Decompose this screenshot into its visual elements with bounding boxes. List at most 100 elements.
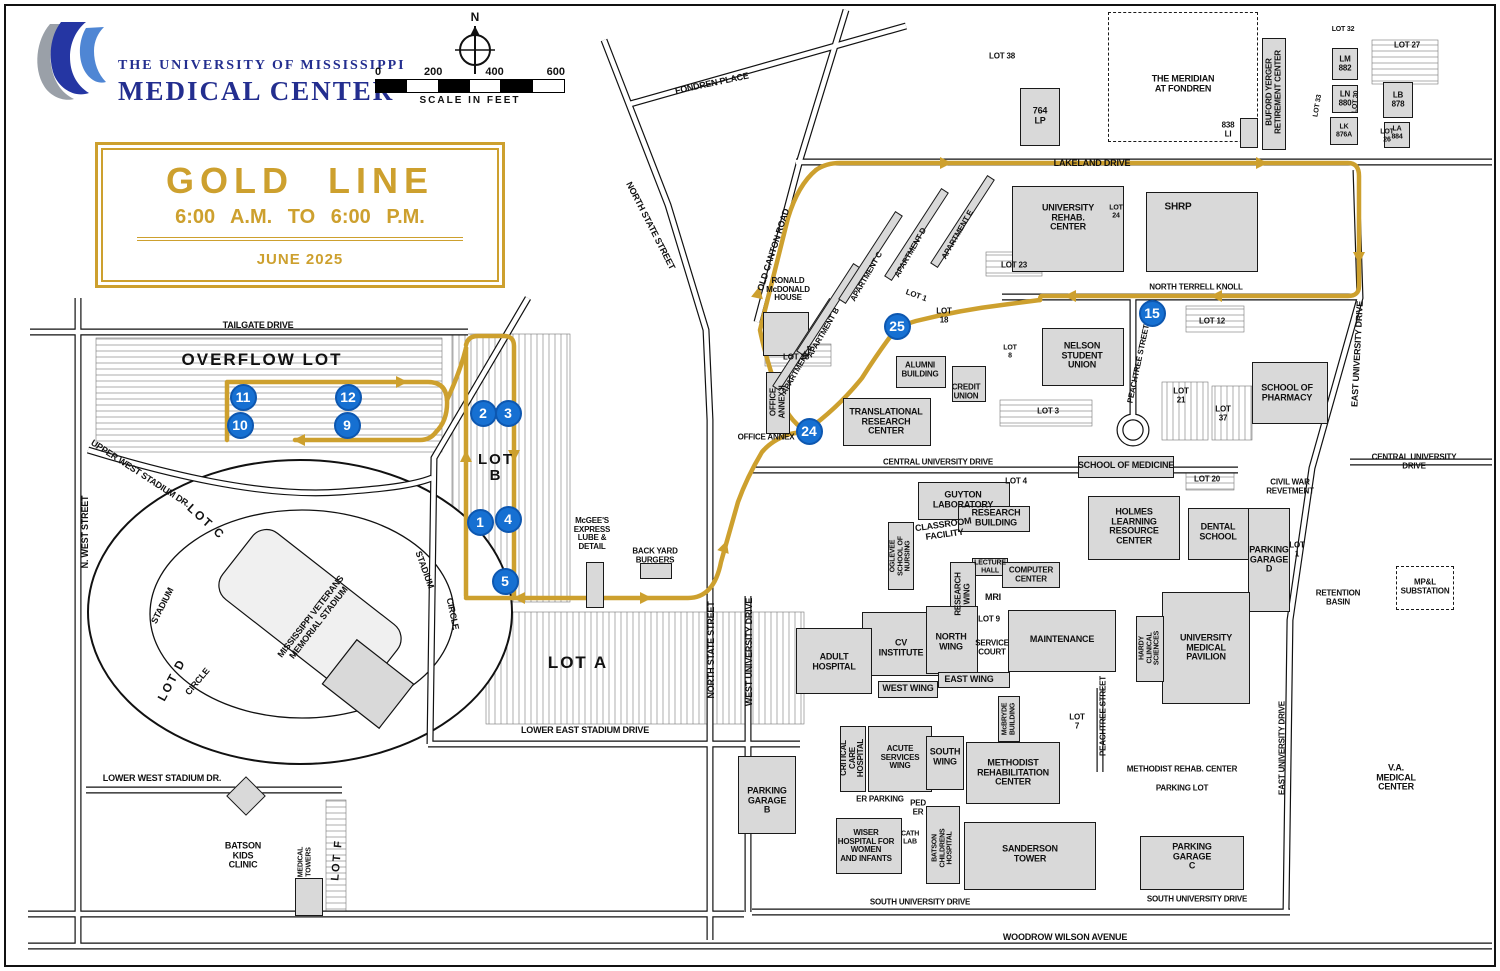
area-label: OVERFLOW LOT — [181, 349, 343, 369]
road-surface — [87, 447, 433, 496]
map-label: LN 880 — [1338, 89, 1352, 107]
route-stop-15: 15 — [1138, 299, 1166, 327]
building — [1248, 508, 1290, 612]
map-label: DENTAL SCHOOL — [1199, 521, 1237, 541]
university-logo-block: THE UNIVERSITY OF MISSISSIPPI MEDICAL CE… — [28, 18, 406, 107]
building — [1146, 192, 1258, 272]
building — [896, 356, 946, 388]
map-label: METHODIST REHABILITATION CENTER — [977, 757, 1049, 787]
map-label: WEST WING — [882, 683, 934, 694]
map-label: LOT 37 — [1215, 404, 1231, 422]
map-label: 764 LP — [1032, 105, 1048, 125]
map-label: RESEARCH BUILDING — [971, 507, 1021, 527]
map-label: PEACHTREE STREET — [1098, 676, 1108, 756]
map-label: 838 LI — [1221, 120, 1235, 138]
map-label: THE MERIDIAN AT FONDREN — [1151, 73, 1215, 93]
gold-line-route — [813, 160, 1362, 303]
building — [1383, 82, 1413, 118]
map-label: LECTURE HALL — [974, 559, 1006, 574]
building — [926, 736, 964, 790]
building — [888, 522, 914, 590]
road-surface — [601, 39, 713, 940]
parking-lot-hatch — [999, 399, 1093, 427]
map-label: SOUTH WING — [929, 746, 961, 766]
route-direction-arrow — [293, 434, 305, 446]
route-direction-arrow — [396, 376, 408, 388]
route-direction-arrow — [460, 450, 472, 462]
map-label: LOT 4 — [1005, 476, 1027, 486]
building — [1012, 186, 1124, 272]
building — [938, 672, 1010, 688]
map-label: ALUMNI BUILDING — [901, 360, 939, 378]
building — [1330, 117, 1358, 145]
building — [1108, 12, 1258, 142]
map-label: SERVICE COURT — [975, 638, 1009, 656]
gold-line-info-box: GOLD LINE 6:00 A.M. TO 6:00 P.M. JUNE 20… — [95, 142, 505, 288]
building — [1088, 496, 1180, 560]
map-label: NORTH WING — [935, 631, 967, 651]
building — [796, 628, 872, 694]
map-label: LOWER EAST STADIUM DRIVE — [520, 725, 650, 736]
building — [1240, 118, 1258, 148]
route-direction-arrow — [1256, 157, 1268, 169]
map-label: PED ER — [910, 798, 926, 816]
building — [1396, 566, 1454, 610]
map-label: ER PARKING — [856, 794, 904, 804]
gold-line-route — [463, 428, 809, 601]
building — [843, 398, 931, 446]
building — [958, 506, 1030, 532]
map-label: UNIVERSITY REHAB. CENTER — [1041, 202, 1095, 232]
university-name-line2: MEDICAL CENTER — [118, 76, 395, 106]
map-label: LA 884 — [1391, 125, 1403, 140]
area-label: LOT A — [547, 652, 609, 672]
building — [966, 742, 1060, 804]
route-stop-4: 4 — [494, 505, 522, 533]
map-label: ACUTE SERVICES WING — [880, 744, 920, 771]
building — [1042, 328, 1124, 386]
route-direction-arrow — [640, 592, 652, 604]
route-direction-arrow — [717, 540, 729, 554]
building — [1020, 88, 1060, 146]
route-stop-11: 11 — [229, 383, 257, 411]
map-label: LOT 21 — [1173, 386, 1189, 404]
map-label: McGEE'S EXPRESS LUBE & DETAIL — [573, 515, 611, 551]
building — [926, 806, 960, 884]
route-stop-25: 25 — [883, 312, 911, 340]
building — [1332, 48, 1358, 80]
map-label: BACK YARD BURGERS — [632, 546, 678, 564]
route-stop-12: 12 — [334, 383, 362, 411]
parking-lot-hatch — [1185, 305, 1245, 333]
map-label: LM 882 — [1338, 54, 1352, 72]
building — [1188, 508, 1250, 560]
map-label: WEST UNIVERSITY DRIVE — [744, 597, 755, 707]
map-label: EAST WING — [944, 674, 994, 685]
gold-line-route — [224, 379, 450, 443]
map-label: UNIVERSITY MEDICAL PAVILION — [1179, 632, 1233, 662]
building — [738, 756, 796, 834]
route-stop-5: 5 — [491, 567, 519, 595]
university-name: THE UNIVERSITY OF MISSISSIPPI MEDICAL CE… — [118, 58, 406, 107]
map-label: CREDIT UNION — [951, 382, 981, 400]
map-label: PARKING GARAGE C — [1172, 841, 1212, 871]
map-label: BATSON CHILDRENS HOSPITAL — [931, 828, 954, 868]
map-label: BATSON KIDS CLINIC — [224, 840, 262, 870]
building — [1140, 836, 1244, 890]
road-surface — [629, 23, 907, 107]
map-label: PARKING LOT — [1155, 783, 1209, 793]
route-direction-arrow — [1064, 290, 1076, 302]
parking-lot-hatch — [1211, 385, 1253, 441]
building — [1252, 362, 1328, 424]
map-label: LOT 38 — [989, 51, 1015, 61]
map-label: PARKING GARAGE D — [1249, 544, 1289, 574]
ummc-logo-icon — [37, 22, 106, 100]
building — [952, 366, 986, 402]
building — [998, 696, 1020, 742]
parking-lot-hatch — [485, 611, 805, 725]
map-label: LOWER WEST STADIUM DR. — [102, 773, 222, 784]
map-label: LOT 27 — [1394, 40, 1420, 50]
map-label: LOT 9 — [978, 614, 1000, 624]
scale-bar-cells — [375, 79, 565, 93]
map-label: SANDERSON TOWER — [1002, 843, 1058, 863]
